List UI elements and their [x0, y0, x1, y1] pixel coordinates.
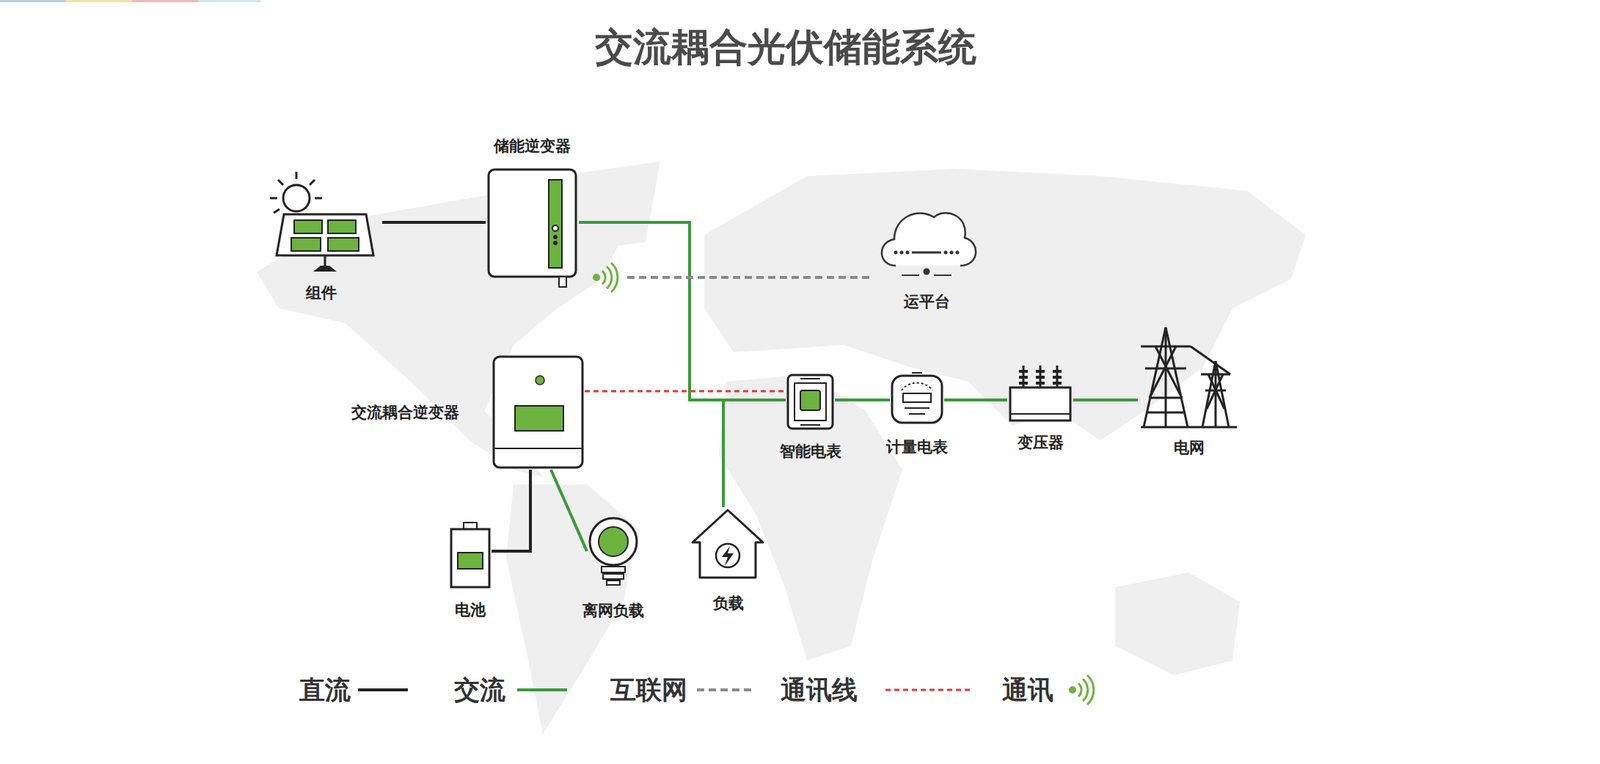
connector-line — [550, 469, 587, 551]
node-label: 负载 — [713, 592, 744, 614]
node-label: 电池 — [454, 599, 486, 620]
node-label: 组件 — [305, 282, 337, 303]
device-node: 运平台 — [872, 203, 982, 281]
wifi-symbol — [592, 262, 618, 292]
top-strip — [66, 0, 133, 3]
legend-label: 通讯线 — [780, 672, 858, 708]
device-node: 储能逆变器 — [485, 166, 579, 288]
legend-label: 互联网 — [610, 672, 688, 708]
connector-line — [491, 469, 531, 551]
solar-module-icon — [263, 168, 380, 274]
node-label: 离网负载 — [582, 600, 645, 621]
device-node: 交流耦合逆变器 — [491, 354, 585, 470]
storage-inverter-icon — [485, 166, 579, 288]
connector-line — [578, 222, 724, 507]
connector-line — [627, 275, 873, 279]
node-label: 智能电表 — [779, 440, 842, 462]
connector-line — [1073, 398, 1138, 402]
connector-line — [382, 220, 486, 224]
battery-icon — [448, 520, 492, 590]
top-strip — [132, 0, 199, 3]
legend-label: 交流 — [454, 672, 506, 708]
transformer-icon — [1007, 362, 1074, 424]
connector-line — [834, 398, 890, 402]
ac-inverter-icon — [491, 354, 585, 470]
energy-meter-icon — [889, 369, 945, 427]
node-label: 计量电表 — [886, 436, 948, 458]
device-node: 智能电表 — [785, 372, 835, 431]
top-strip — [0, 0, 67, 3]
world-map — [256, 161, 1306, 734]
node-label: 运平台 — [903, 291, 951, 312]
node-label: 交流耦合逆变器 — [351, 402, 460, 423]
node-label: 变压器 — [1017, 432, 1064, 453]
connector-line — [578, 222, 786, 400]
device-node: 计量电表 — [889, 369, 945, 427]
grid-tower-icon — [1137, 324, 1240, 429]
device-node: 负载 — [691, 506, 766, 580]
device-node: 变压器 — [1007, 362, 1074, 424]
node-label: 电网 — [1173, 437, 1205, 458]
device-node: 电池 — [448, 520, 492, 590]
top-strip — [198, 0, 261, 3]
bulb-load-icon — [586, 514, 640, 587]
device-node: 组件 — [263, 168, 380, 274]
legend-label: 通讯 — [1002, 672, 1054, 708]
connector-line — [584, 390, 786, 393]
connector-line — [944, 398, 1008, 402]
smart-meter-icon — [785, 372, 835, 431]
cloud-platform-icon — [872, 203, 982, 281]
device-node: 离网负载 — [586, 514, 640, 587]
node-label: 储能逆变器 — [493, 135, 571, 157]
diagram-title: 交流耦合光伏储能系统 — [594, 22, 977, 74]
legend-label: 直流 — [299, 672, 351, 708]
house-load-icon — [691, 506, 766, 580]
device-node: 电网 — [1137, 324, 1240, 429]
